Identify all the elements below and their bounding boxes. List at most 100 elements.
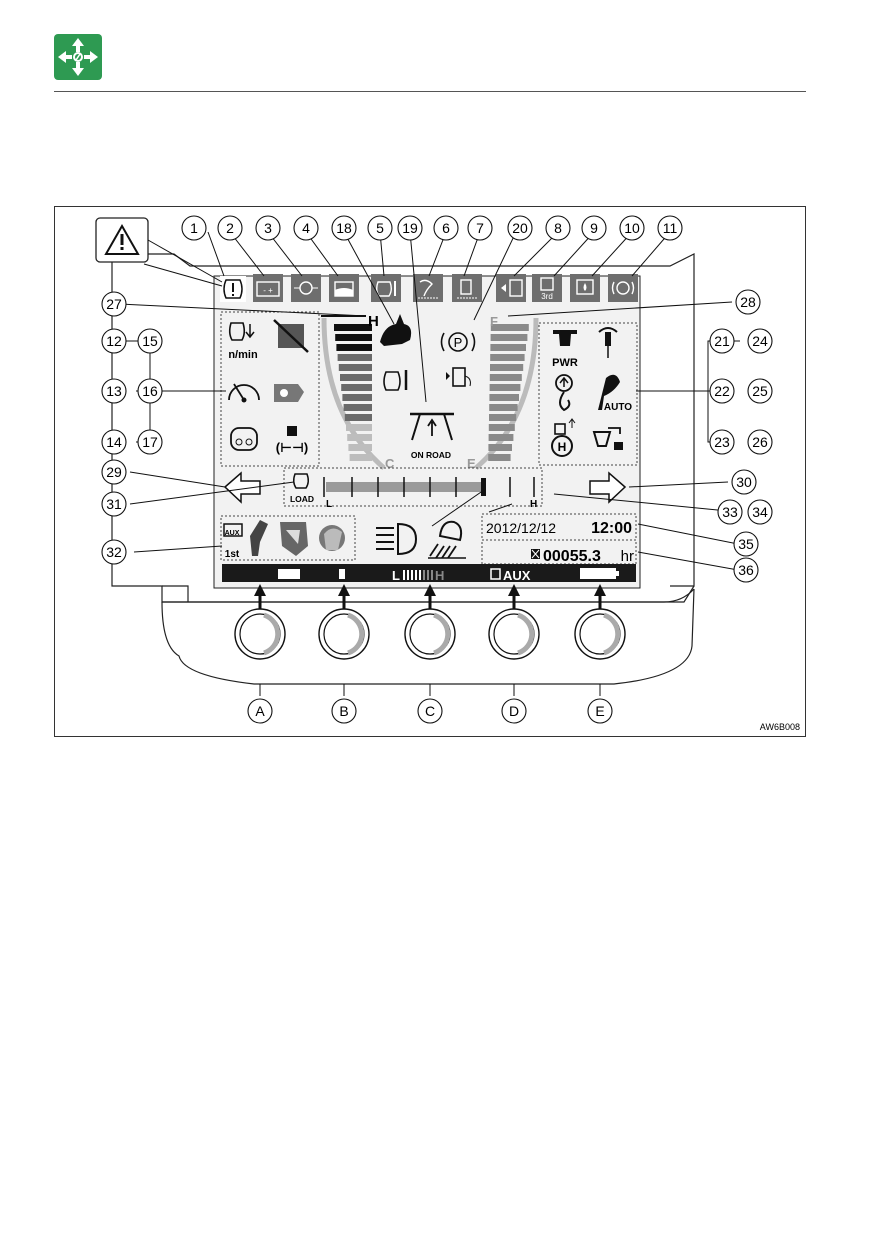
first-label: 1st bbox=[225, 549, 240, 560]
callout-number: 15 bbox=[142, 333, 158, 349]
page-navigation-icon bbox=[54, 34, 102, 80]
callout-number: 10 bbox=[624, 220, 640, 236]
gauge-right-segment bbox=[490, 354, 524, 361]
callout-number: 8 bbox=[554, 220, 562, 236]
callout-number: 9 bbox=[590, 220, 598, 236]
gauge-left-segment bbox=[334, 324, 372, 331]
gauge-left-segment bbox=[338, 354, 372, 361]
aux-small-label: AUX bbox=[225, 530, 240, 537]
callout-number: 35 bbox=[738, 536, 754, 552]
header-divider bbox=[54, 91, 806, 92]
gauge-left-segment bbox=[345, 414, 372, 421]
gauge-right-segment bbox=[489, 414, 516, 421]
callout-number: 33 bbox=[722, 504, 738, 520]
gauge-cold-label: C bbox=[385, 456, 395, 471]
gauge-left-segment bbox=[350, 454, 372, 461]
softkey-a-screen-icon bbox=[278, 569, 300, 579]
callout-number: 19 bbox=[402, 220, 418, 236]
brake-icon bbox=[608, 274, 638, 302]
auto-label: AUTO bbox=[604, 402, 632, 413]
callout-number: 13 bbox=[106, 383, 122, 399]
gauge-right-segment bbox=[488, 454, 510, 461]
gauge-left-segment bbox=[340, 374, 372, 381]
gauge-right-segment bbox=[489, 434, 514, 441]
callout-number: 27 bbox=[106, 296, 122, 312]
callout-number: 14 bbox=[106, 434, 122, 450]
hour-meter-unit: hr bbox=[621, 548, 634, 565]
date-display: 2012/12/12 bbox=[486, 520, 556, 536]
callout-number: 36 bbox=[738, 562, 754, 578]
load-high-label: H bbox=[530, 499, 537, 510]
callout-number: 3 bbox=[264, 220, 272, 236]
gauge-right-segment bbox=[490, 384, 521, 391]
gauge-left-segment bbox=[335, 334, 372, 341]
callout-number: 28 bbox=[740, 294, 756, 310]
callout-number: 22 bbox=[714, 383, 730, 399]
battery-charge-icon: - + bbox=[253, 274, 283, 302]
warning-triangle-callout bbox=[96, 218, 148, 262]
gauge-right-segment bbox=[490, 344, 526, 351]
callout-number: 6 bbox=[442, 220, 450, 236]
gauge-right-segment bbox=[489, 424, 515, 431]
dpf-regeneration-icon bbox=[274, 384, 304, 402]
load-meter-pointer bbox=[481, 478, 486, 496]
callout-number: 21 bbox=[714, 333, 730, 349]
gauge-right-segment bbox=[490, 374, 522, 381]
callout-number: 4 bbox=[302, 220, 310, 236]
svg-text:(⊢⊣): (⊢⊣) bbox=[276, 440, 308, 455]
callout-number: 29 bbox=[106, 464, 122, 480]
callout-number: 18 bbox=[336, 220, 352, 236]
engine-coolant-temp-icon bbox=[371, 274, 401, 302]
svg-text:P: P bbox=[454, 335, 463, 350]
hydraulic-oil-level-icon bbox=[570, 274, 600, 302]
time-display: 12:00 bbox=[591, 520, 632, 537]
monitor-diagram: - + 3rd n/min (⊢⊣) H C F E P ON ROAD PWR… bbox=[54, 206, 806, 737]
hour-meter-value: 00055.3 bbox=[543, 548, 601, 565]
callout-number: 17 bbox=[142, 434, 158, 450]
gauge-left-segment bbox=[347, 434, 372, 441]
callout-number: 34 bbox=[752, 504, 768, 520]
callout-number: 26 bbox=[752, 434, 768, 450]
engine-oil-pressure-icon bbox=[291, 274, 321, 302]
softkey-b-hourglass-icon bbox=[339, 569, 345, 579]
engine-check-icon bbox=[413, 274, 443, 302]
gauge-left-segment bbox=[344, 404, 372, 411]
callout-number: 12 bbox=[106, 333, 122, 349]
top-indicator-row: - + 3rd bbox=[220, 274, 638, 302]
dpf-disabled-icon bbox=[274, 320, 308, 352]
coolant-level-icon bbox=[329, 274, 359, 302]
softkey-d-label: AUX bbox=[503, 568, 531, 583]
gauge-right-segment bbox=[491, 334, 528, 341]
gauge-left-segment bbox=[348, 444, 372, 451]
callout-number: 24 bbox=[752, 333, 768, 349]
callout-number: 2 bbox=[226, 220, 234, 236]
third-label: 3rd bbox=[541, 292, 553, 301]
gauge-hot-label: H bbox=[368, 313, 379, 330]
third-line-oil-icon: 3rd bbox=[532, 274, 562, 302]
gauge-left-segment bbox=[342, 394, 372, 401]
tilt-bucket-attachment-icon bbox=[319, 525, 345, 551]
gauge-full-label: F bbox=[490, 314, 498, 329]
button-callout-letter: C bbox=[425, 703, 435, 719]
rpm-unit: n/min bbox=[228, 349, 258, 361]
callout-number: 7 bbox=[476, 220, 484, 236]
gauge-left-segment bbox=[346, 424, 372, 431]
callout-number: 16 bbox=[142, 383, 158, 399]
gauge-left-segment bbox=[341, 384, 372, 391]
on-road-label: ON ROAD bbox=[411, 450, 451, 460]
air-filter-clogging-icon bbox=[496, 274, 526, 302]
svg-text:H: H bbox=[558, 440, 567, 454]
fuel-filter-icon bbox=[452, 274, 482, 302]
callout-number: 20 bbox=[512, 220, 528, 236]
button-callout-letter: E bbox=[595, 703, 604, 719]
gauge-empty-label: E bbox=[467, 456, 476, 471]
callout-number: 32 bbox=[106, 544, 122, 560]
callout-number: 31 bbox=[106, 496, 122, 512]
gauge-right-segment bbox=[489, 404, 517, 411]
callout-number: 1 bbox=[190, 220, 198, 236]
svg-text:- +: - + bbox=[263, 286, 273, 295]
button-callout-letter: A bbox=[255, 703, 265, 719]
callout-number: 30 bbox=[736, 474, 752, 490]
button-callout-letter: D bbox=[509, 703, 519, 719]
gauge-left-segment bbox=[339, 364, 372, 371]
